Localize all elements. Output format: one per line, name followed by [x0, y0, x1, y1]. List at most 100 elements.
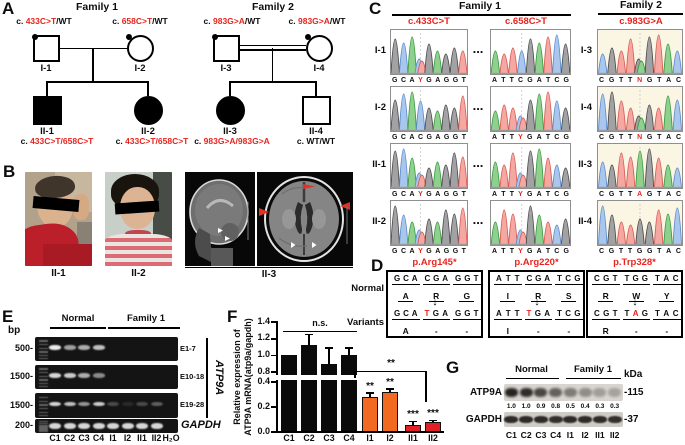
ladder-band	[39, 375, 48, 378]
base-letter: G	[608, 248, 615, 255]
ladder-band	[39, 423, 48, 425]
y-tick-label: 0.0	[257, 425, 270, 436]
codon-letter: T	[514, 308, 520, 318]
line	[271, 48, 274, 82]
blot-label: GAPDH	[465, 414, 502, 425]
base-letter: G	[426, 248, 432, 255]
lane-label: C3	[535, 429, 547, 440]
lane-label: C1	[49, 432, 61, 443]
chromatogram-row-label: II-3	[578, 159, 592, 170]
quantification-value: 1.0	[521, 402, 531, 410]
pedigree-symbol-female	[125, 34, 154, 62]
member-id: I-3	[220, 62, 232, 74]
codon-letter: T	[612, 308, 618, 318]
protein-change-header: p.Trp328*	[613, 256, 656, 268]
protein-change-header: p.Arg220*	[514, 256, 559, 268]
amino-acid-letter: R	[530, 291, 546, 302]
codon-letter: T	[473, 273, 479, 283]
ladder-band	[39, 425, 48, 427]
family-title: Family 1	[75, 1, 119, 13]
base-letter: G	[392, 134, 398, 141]
line	[348, 347, 350, 356]
x-tick-label: C2	[303, 433, 315, 443]
size-label: 500-	[14, 343, 33, 353]
blot-strip	[504, 412, 623, 427]
base-letter: A	[492, 77, 498, 84]
quantification-value: 1.0	[506, 402, 516, 410]
mutation-arrow: ↓	[534, 295, 540, 308]
base-letter: A	[435, 77, 441, 84]
blot-label: ATP9A	[469, 387, 502, 398]
base-letter: A	[409, 134, 415, 141]
base-letter: C	[400, 77, 407, 84]
chromatogram	[597, 143, 683, 189]
blot-band	[563, 388, 577, 397]
base-letter: A	[666, 77, 672, 84]
gene-label-gapdh: GAPDH	[181, 418, 221, 431]
genotype-part: 983G>A	[212, 15, 245, 26]
significance-stars: **	[386, 376, 394, 388]
chromatogram-row-label: I-2	[374, 102, 386, 113]
lane-label: II2	[609, 429, 620, 440]
mri-axial-image	[257, 172, 353, 266]
quantification-value: 0.4	[580, 402, 590, 410]
genotype-part: /WT	[244, 15, 261, 26]
ladder-band	[39, 354, 48, 357]
red-blanket	[43, 244, 92, 266]
lane-label: C2	[63, 432, 76, 443]
base-letter: T	[501, 191, 506, 198]
codon-letter: C	[565, 308, 571, 318]
codon-letter: T	[473, 308, 479, 318]
blot-band	[608, 388, 622, 397]
pedigree-symbol-male	[31, 34, 60, 62]
amino-acid-cell: S	[555, 286, 583, 304]
line	[425, 370, 428, 402]
genotype-part: c.	[115, 135, 126, 146]
base-letter: T	[545, 134, 551, 141]
base-letter: C	[400, 134, 406, 141]
base-letter: G	[563, 191, 569, 198]
codon-letter: G	[535, 273, 542, 283]
x-tick-label: II1	[408, 433, 418, 443]
codon-letter: C	[672, 273, 679, 283]
codon-letter: A	[663, 273, 670, 283]
gel-band	[107, 423, 119, 429]
line	[46, 81, 48, 96]
exon-label: E19-28	[180, 400, 205, 409]
base-letter: C	[675, 77, 681, 84]
base-letter: G	[452, 248, 459, 255]
amino-acid-cell: A	[392, 286, 420, 304]
base-letter: C	[554, 134, 560, 141]
x-tick-label: C4	[343, 433, 355, 443]
ladder-band	[39, 382, 48, 385]
genotype-part: c.	[203, 15, 213, 26]
blot-band	[534, 388, 548, 397]
blot-band	[549, 388, 563, 397]
chromatogram-row-label: II-2	[372, 216, 386, 227]
panel-label-e: E	[2, 307, 14, 326]
quantification-value: 0.8	[551, 402, 561, 410]
base-letter: A	[435, 248, 441, 255]
line	[185, 266, 353, 269]
significance-stars: ***	[407, 409, 419, 421]
carrier-dot	[211, 34, 218, 40]
amino-acid-cell: I	[494, 321, 522, 339]
line	[283, 330, 357, 333]
ladder-band	[39, 340, 48, 342]
genotype-label: c. 433C>T/WT	[0, 16, 100, 26]
codon-letter: A	[496, 308, 502, 318]
gel-band	[107, 401, 119, 406]
codon-letter: G	[641, 273, 648, 283]
red-arrowhead-left	[259, 208, 269, 216]
base-letter: G	[426, 191, 432, 198]
genotype-part: 983G>A	[297, 15, 330, 26]
codon-letter: G	[574, 273, 581, 283]
codon-letter: T	[624, 308, 630, 318]
codon-letter: A	[544, 273, 550, 283]
